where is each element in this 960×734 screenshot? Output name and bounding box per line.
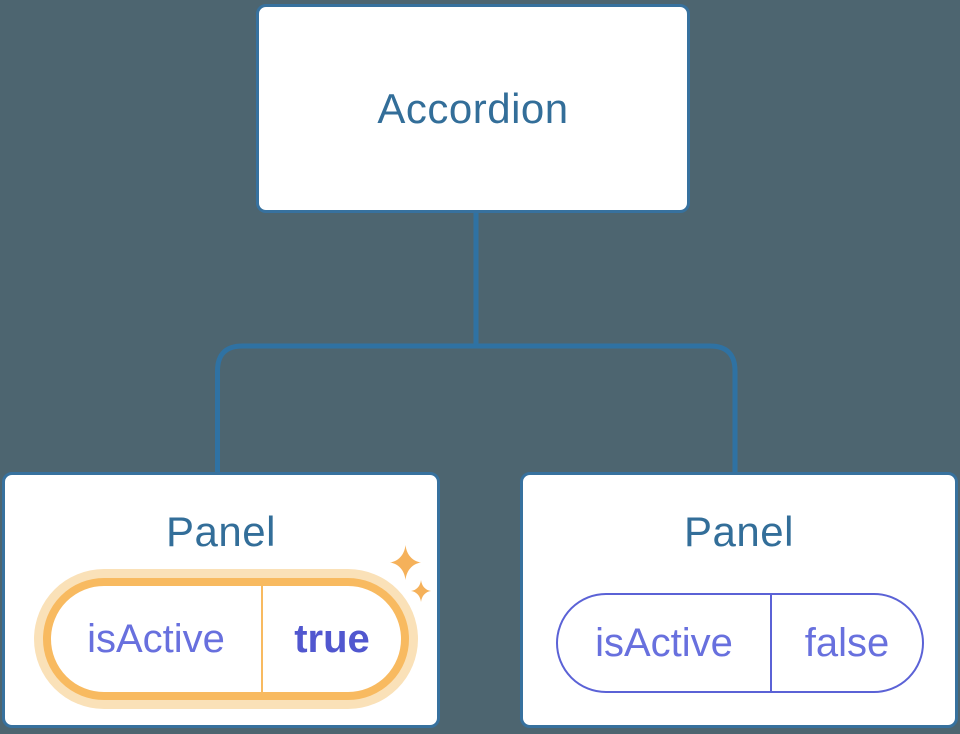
- state-pill-active: isActive true: [43, 578, 409, 700]
- state-key-label: isActive: [595, 621, 733, 665]
- sparkle-small: [411, 580, 432, 602]
- accordion-node: Accordion: [256, 4, 690, 213]
- sparkle-large: [390, 545, 422, 580]
- state-key-label: isActive: [87, 617, 225, 661]
- panel-node-label: Panel: [684, 508, 794, 555]
- sparkles-icon: [390, 545, 432, 602]
- panel-node-active: Panel isActive true: [2, 472, 440, 728]
- panel-node-inactive: Panel isActive false: [520, 472, 958, 728]
- panel-node-label: Panel: [166, 508, 276, 555]
- state-value-label: true: [294, 617, 370, 661]
- pill-divider: [261, 586, 263, 692]
- state-pill-inactive: isActive false: [556, 593, 924, 693]
- connector-branch: [215, 343, 738, 474]
- pill-divider: [770, 595, 772, 691]
- state-value-label: false: [804, 621, 890, 665]
- accordion-node-label: Accordion: [377, 84, 569, 132]
